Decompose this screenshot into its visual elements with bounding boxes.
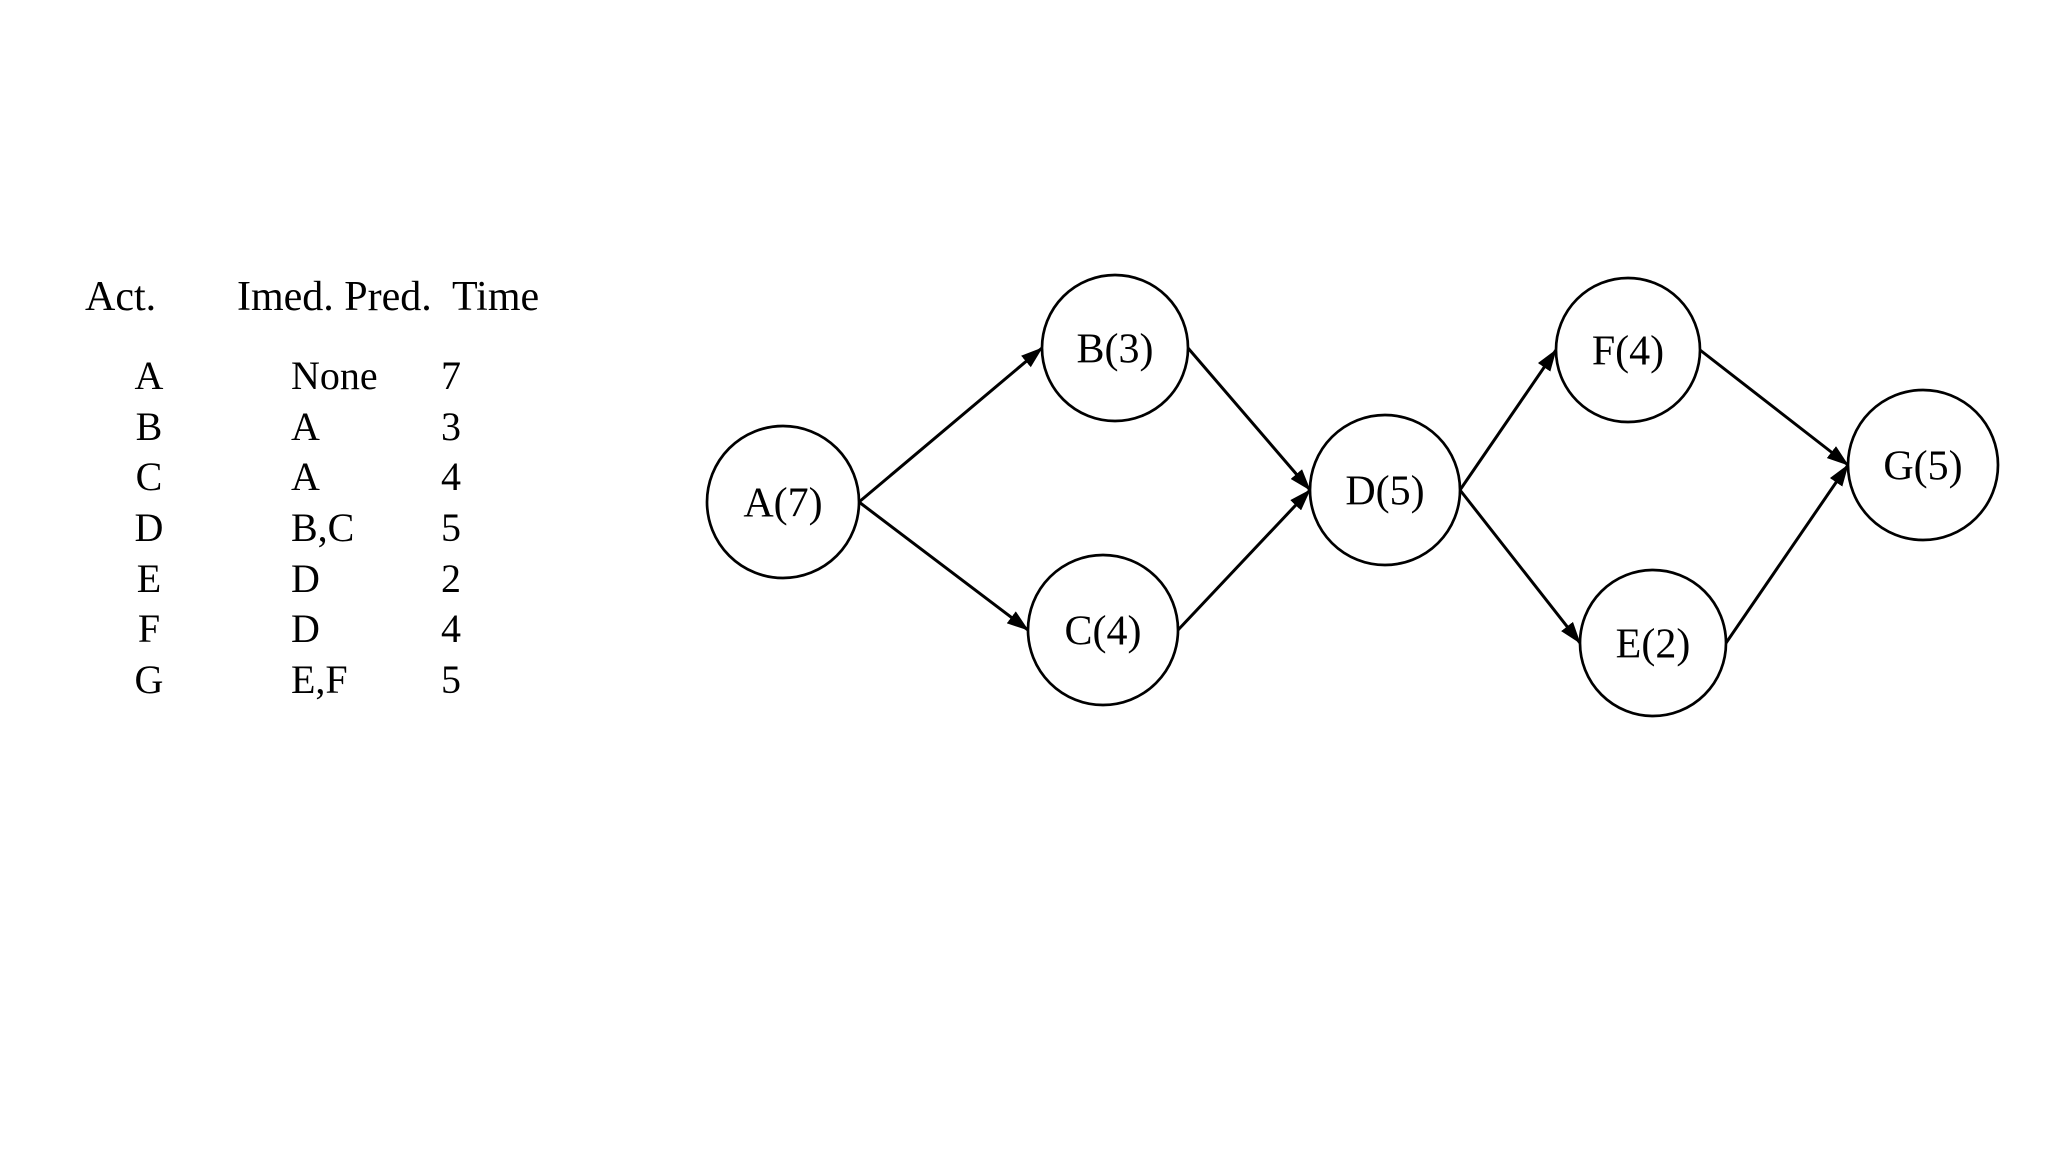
cell-predecessor: B,C xyxy=(291,505,355,551)
table-row: F D 4 xyxy=(0,604,560,655)
cell-predecessor: D xyxy=(291,606,320,652)
edge-arrow-B-D xyxy=(1186,347,1312,491)
table-row: G E,F 5 xyxy=(0,655,560,706)
cell-time: 5 xyxy=(441,657,461,703)
cell-activity: C xyxy=(135,454,163,500)
edge-arrow-A-B xyxy=(858,346,1043,504)
col-header-activity: Act. xyxy=(85,274,157,320)
edge-arrow-D-E xyxy=(1458,489,1582,644)
cell-activity: A xyxy=(134,353,164,398)
edge-arrow-F-G xyxy=(1699,348,1849,467)
table-row: C A 4 xyxy=(0,452,560,503)
node-circle-B xyxy=(1040,273,1190,423)
cell-predecessor: None xyxy=(291,353,378,398)
cell-time: 4 xyxy=(441,454,461,500)
node-circle-C xyxy=(1026,553,1180,707)
node-label-G: G(5) xyxy=(1883,443,1962,489)
activity-node-D: D(5) xyxy=(1308,413,1462,567)
cell-time: 2 xyxy=(441,555,461,601)
cell-time: 7 xyxy=(441,353,461,398)
node-circle-F xyxy=(1554,276,1702,424)
node-label-E: E(2) xyxy=(1616,621,1691,667)
edge-arrow-A-C xyxy=(858,500,1029,632)
cell-time: 4 xyxy=(441,606,461,652)
node-circle-E xyxy=(1578,568,1728,718)
cell-time: 3 xyxy=(441,403,461,449)
activity-node-A: A(7) xyxy=(705,424,861,580)
activity-node-C: C(4) xyxy=(1026,553,1180,707)
node-circle-D xyxy=(1308,413,1462,567)
table-row: B A 3 xyxy=(0,402,560,453)
cell-predecessor: A xyxy=(291,454,320,500)
table-row: E D 2 xyxy=(0,554,560,605)
node-label-A: A(7) xyxy=(743,480,822,526)
cell-predecessor: D xyxy=(291,555,320,601)
cell-time: 5 xyxy=(441,505,461,551)
node-circle-G xyxy=(1846,388,2000,542)
activity-node-B: B(3) xyxy=(1040,273,1190,423)
activity-node-F: F(4) xyxy=(1554,276,1702,424)
col-header-predecessor: Imed. Pred. xyxy=(237,274,432,320)
activity-node-G: G(5) xyxy=(1846,388,2000,542)
nodes-layer: A(7) B(3) C(4) D(5) E(2) F(4) G(5) xyxy=(705,273,2000,718)
cell-activity: F xyxy=(137,606,161,652)
node-label-B: B(3) xyxy=(1077,326,1154,372)
cell-activity: E xyxy=(136,555,162,601)
cell-predecessor: E,F xyxy=(291,657,348,703)
activity-table-body: A None 7 B A 3 C A 4 D B,C 5 E D xyxy=(0,351,560,706)
activity-table: Act. Imed. Pred. Time A None 7 B A 3 C A… xyxy=(0,0,560,720)
edge-arrow-E-G xyxy=(1724,464,1850,644)
edge-arrow-C-D xyxy=(1176,488,1312,632)
edge-arrow-D-F xyxy=(1458,349,1558,491)
cell-activity: G xyxy=(134,657,164,703)
node-label-C: C(4) xyxy=(1065,608,1142,654)
col-header-time: Time xyxy=(452,274,540,320)
table-row: D B,C 5 xyxy=(0,503,560,554)
cell-activity: B xyxy=(135,403,163,449)
node-label-F: F(4) xyxy=(1592,328,1664,374)
cell-activity: D xyxy=(134,505,164,551)
cell-predecessor: A xyxy=(291,403,320,449)
node-circle-A xyxy=(705,424,861,580)
activity-node-E: E(2) xyxy=(1578,568,1728,718)
edges-layer xyxy=(858,346,1850,644)
table-row: A None 7 xyxy=(0,351,560,402)
node-label-D: D(5) xyxy=(1345,468,1424,514)
